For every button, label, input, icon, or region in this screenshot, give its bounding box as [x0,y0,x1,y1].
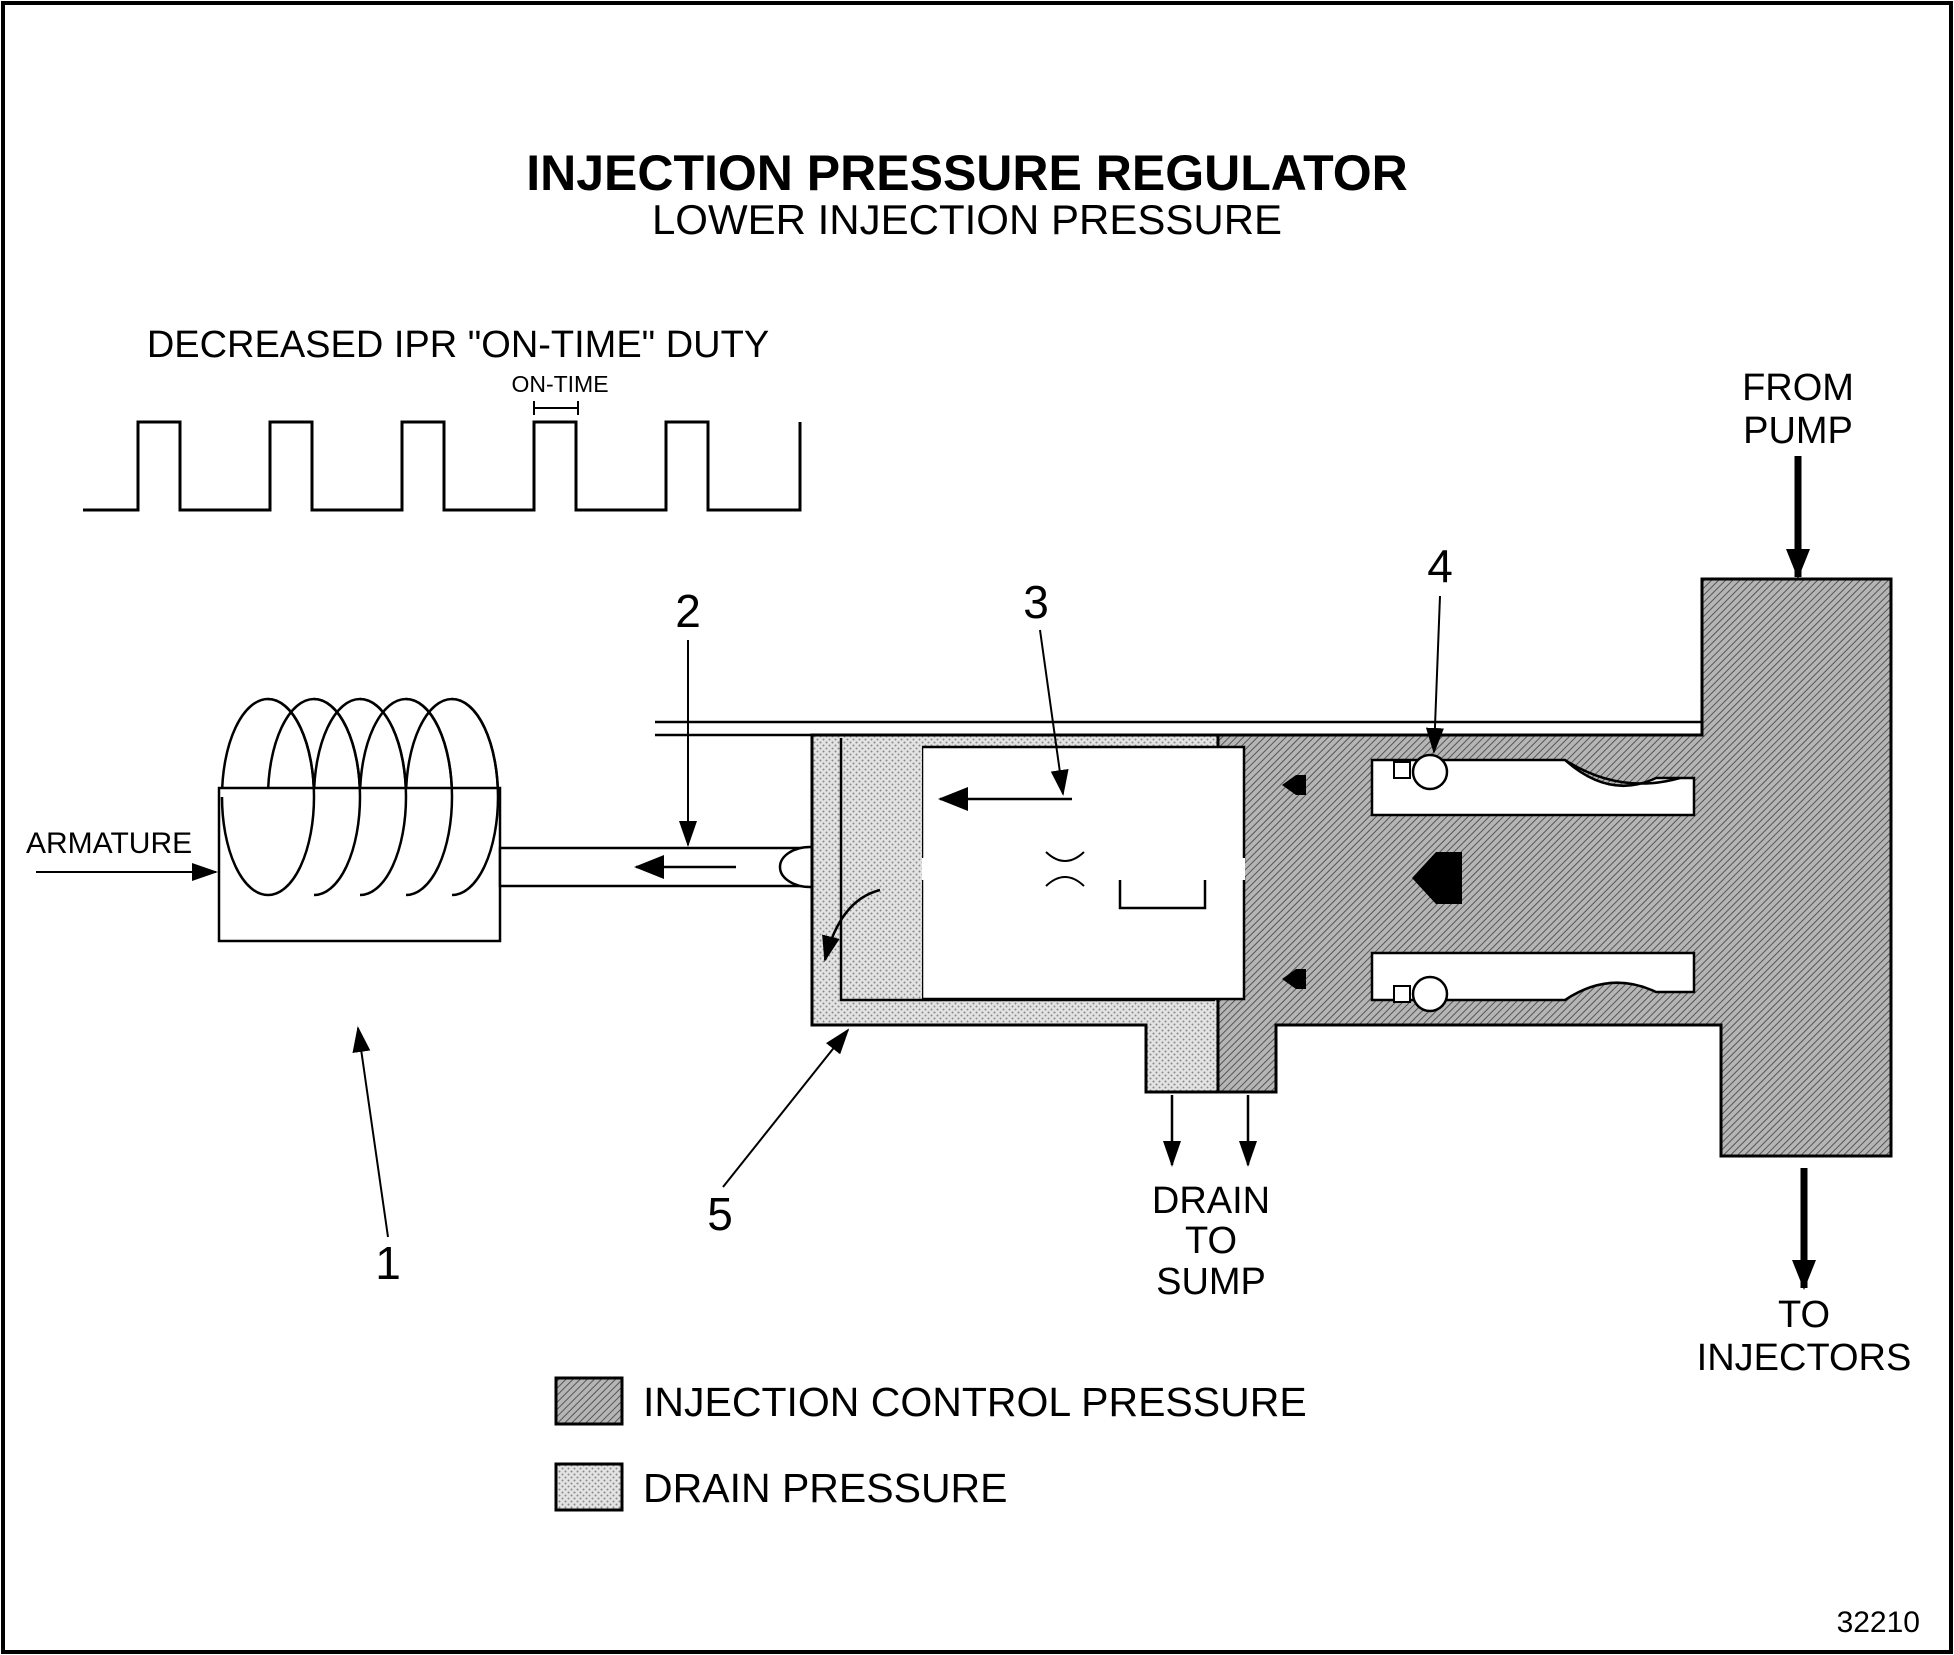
duty-cycle-waveform [83,420,802,512]
figure-number: 32210 [1837,1606,1920,1639]
armature-label: ARMATURE [26,827,192,860]
drain-label-line1: DRAIN [1152,1180,1270,1222]
diagram-title: INJECTION PRESSURE REGULATOR [526,145,1408,201]
drain-label-line3: SUMP [1156,1261,1266,1303]
drain-label-line2: TO [1185,1220,1237,1262]
spool-valve-upper [1370,758,1696,817]
callout-2: 2 [675,585,701,637]
pressure-arrow-lower [1282,969,1306,989]
drain-passage-inner [841,738,922,1001]
check-ball-lower [1411,975,1449,1013]
from-pump-label-line1: FROM [1742,367,1854,409]
orifice-symbol [1045,851,1085,887]
callout-5-leader [722,1028,850,1188]
legend-swatch-control [554,1376,624,1426]
callout-4-leader [1425,595,1444,754]
pressure-arrow-large [1412,852,1462,904]
upper-guide-lines [655,720,1705,737]
check-valve-seat-upper [1393,761,1411,779]
pressure-arrow-upper [1282,775,1306,795]
callout-1-leader [352,1026,389,1238]
waveform-label: DECREASED IPR "ON-TIME" DUTY [147,324,769,366]
from-pump-label-line2: PUMP [1743,410,1853,452]
legend-label-control: INJECTION CONTROL PRESSURE [643,1379,1307,1425]
on-time-bracket [533,401,579,415]
control-pressure-body [1216,577,1893,1158]
callout-5: 5 [707,1188,733,1240]
callout-3: 3 [1023,576,1049,628]
legend-swatch-drain [554,1462,624,1512]
diagram-subtitle: LOWER INJECTION PRESSURE [652,196,1282,243]
legend-label-drain: DRAIN PRESSURE [643,1465,1008,1511]
on-time-label: ON-TIME [511,371,608,397]
check-ball-upper [1411,753,1449,791]
flow-arrow-drain-curve [822,888,881,962]
to-injectors-label-line2: INJECTORS [1697,1337,1912,1379]
callout-3-leader [1039,629,1069,796]
callout-4: 4 [1427,540,1453,592]
center-passage [845,858,1245,880]
spool-notch [1118,880,1207,910]
to-injectors-label-line1: TO [1778,1294,1830,1336]
callout-1: 1 [375,1237,401,1289]
check-valve-seat-lower [1393,985,1411,1003]
drain-passage-outline [839,738,1215,1002]
upper-chamber [920,745,1246,862]
coil-front-turns [220,697,500,897]
spool-valve-upper-curve [1564,758,1681,785]
spool-valve-lower [1370,951,1696,1002]
